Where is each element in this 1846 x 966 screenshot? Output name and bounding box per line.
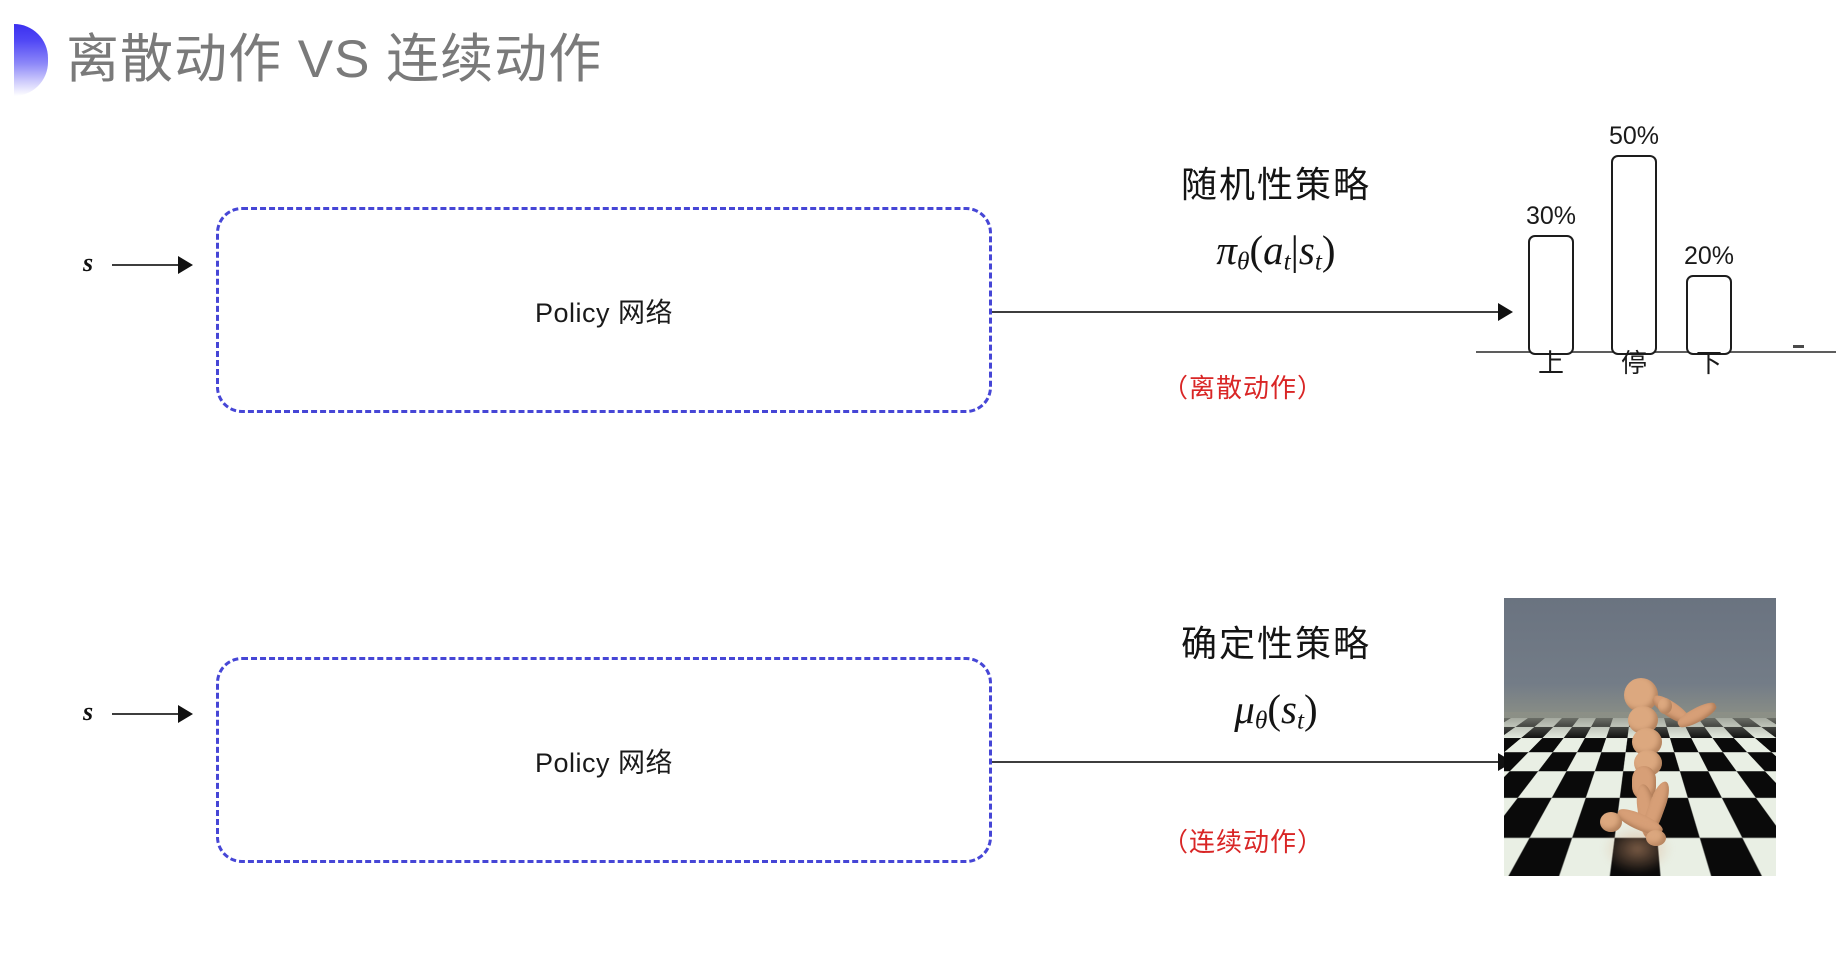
page-edge-mark: [1793, 345, 1804, 348]
state-label-discrete: s: [83, 248, 94, 277]
chart-tick-label-0: 上: [1537, 348, 1564, 378]
chart-tick-label-1: 停: [1620, 348, 1647, 378]
bar-value-0: 30%: [1525, 202, 1577, 230]
policy-network-label-continuous: Policy 网络: [534, 747, 674, 778]
state-label-continuous: s: [83, 697, 94, 726]
output-arrow-line-continuous: [992, 761, 1502, 763]
humanoid-simulation-image: [1504, 598, 1776, 876]
policy-formula-continuous: μθ(st): [1234, 686, 1318, 735]
bar-rect-1: [1611, 155, 1657, 355]
bar-rect-0: [1528, 235, 1574, 355]
humanoid-floor-reflection: [1601, 823, 1673, 874]
output-arrow-line-discrete: [992, 311, 1502, 313]
input-arrow-head-continuous: [178, 705, 193, 723]
policy-annotation-continuous: 确定性策略 μθ(st): [1146, 615, 1406, 736]
title-accent-shape: [14, 24, 48, 96]
input-arrow-head-discrete: [178, 256, 193, 274]
humanoid-hand: [1658, 698, 1672, 714]
chart-tick-label-2: 下: [1695, 348, 1722, 378]
policy-network-label-discrete: Policy 网络: [534, 297, 674, 328]
policy-formula-discrete: πθ(at|st): [1216, 227, 1336, 276]
policy-title-continuous: 确定性策略: [1180, 623, 1371, 664]
bar-value-2: 20%: [1683, 242, 1735, 270]
chart-x-axis: [1476, 351, 1836, 353]
action-probability-bar-chart: 30% 50% 20% 上 停 下: [1476, 95, 1836, 395]
policy-network-box-discrete[interactable]: Policy 网络: [216, 207, 992, 413]
output-arrow-head-discrete: [1498, 303, 1513, 321]
input-arrow-line-continuous: [112, 713, 180, 715]
action-kind-continuous: （连续动作）: [1162, 827, 1325, 857]
bar-value-1: 50%: [1608, 122, 1660, 150]
input-arrow-line-discrete: [112, 264, 180, 266]
page-title: 离散动作 VS 连续动作: [66, 30, 603, 89]
action-kind-discrete: （离散动作）: [1162, 373, 1325, 403]
policy-title-discrete: 随机性策略: [1180, 164, 1371, 205]
policy-annotation-discrete: 随机性策略 πθ(at|st): [1146, 156, 1406, 277]
policy-network-box-continuous[interactable]: Policy 网络: [216, 657, 992, 863]
bar-rect-2: [1686, 275, 1732, 355]
